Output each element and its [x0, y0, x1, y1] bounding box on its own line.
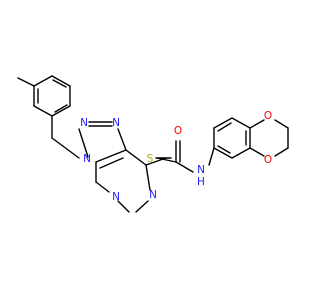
- methylbenzyl-group: [17, 75, 80, 159]
- ring-bond: [231, 147, 251, 159]
- ring-double-bond: [54, 104, 68, 113]
- atom-triazole-n1: N: [83, 153, 91, 165]
- dioxane-bond: [274, 147, 289, 157]
- triazole-bond: [117, 128, 127, 151]
- aryl-n-bond: [208, 147, 215, 166]
- atom-labels: N N N N N S O N H O O: [80, 110, 272, 203]
- ring-bond: [213, 147, 233, 159]
- benzyl-n-bond: [51, 137, 80, 159]
- atom-amide-n: N: [197, 164, 205, 176]
- o-bond: [249, 147, 265, 157]
- ring-double-bond: [217, 122, 232, 132]
- pyrimidine-double-bond: [99, 157, 124, 169]
- ring-bond: [231, 117, 251, 129]
- triazolopyrimidine-core: [78, 121, 167, 213]
- methyl-bond: [17, 77, 35, 87]
- o-bond: [249, 119, 265, 129]
- ring-double-bond: [52, 79, 67, 88]
- atom-amide-h: H: [197, 176, 205, 188]
- structure-canvas: N N N N N S O N H O O: [17, 75, 289, 213]
- acetamide-linker: [155, 140, 215, 173]
- pyrimidine-bond: [125, 149, 147, 166]
- fused-bond: [95, 149, 127, 163]
- ring-bond: [213, 117, 233, 129]
- benzodioxane-group: [213, 117, 289, 159]
- atom-thioether-s: S: [147, 153, 154, 165]
- atom-dioxane-o-bottom: O: [264, 154, 272, 166]
- ring-bond: [33, 105, 53, 117]
- triazole-bond: [78, 128, 89, 158]
- atom-pyrimidine-n-lower: N: [149, 189, 157, 201]
- atom-triazole-n2: N: [80, 117, 88, 129]
- dioxane-bond: [274, 119, 289, 129]
- molecule-diagram: N N N N N S O N H O O: [17, 75, 289, 213]
- ring-bond: [33, 75, 53, 87]
- pyrimidine-bond: [95, 181, 110, 193]
- pyrimidine-bond: [117, 200, 130, 213]
- pyrimidine-bond: [145, 164, 151, 191]
- atom-triazole-n3: N: [112, 117, 120, 129]
- atom-pyrimidine-n-upper: N: [112, 191, 120, 203]
- atom-carbonyl-o: O: [174, 125, 182, 137]
- amide-bond: [175, 161, 194, 173]
- pyrimidine-bond: [135, 200, 149, 213]
- atom-dioxane-o-top: O: [264, 110, 272, 122]
- ring-bond: [51, 105, 71, 117]
- s-ch2-bond: [156, 157, 177, 163]
- ring-bond: [51, 75, 71, 87]
- ring-double-bond: [217, 145, 231, 154]
